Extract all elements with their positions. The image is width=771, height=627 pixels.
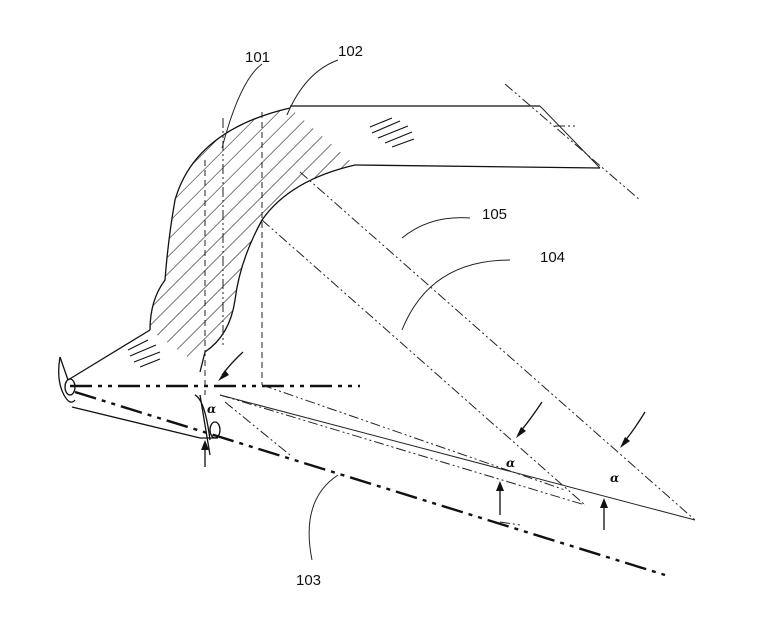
base-flange [58, 329, 221, 456]
alpha-symbol-middle: α [506, 456, 515, 470]
reference-numerals: 101 102 105 104 103 [245, 43, 565, 589]
leader-lines [221, 59, 511, 561]
ref-label-103: 103 [296, 572, 321, 589]
projection-lines [204, 112, 263, 395]
angle-symbols: α α α [207, 402, 619, 485]
ref-label-102: 102 [338, 43, 363, 60]
hatched-profile-section [149, 107, 356, 373]
construction-lines-top [504, 83, 641, 201]
ref-label-104: 104 [540, 249, 565, 266]
ref-label-105: 105 [482, 206, 507, 223]
alpha-symbol-right: α [610, 471, 619, 485]
top-flat-surface [290, 105, 601, 169]
ref-label-101: 101 [245, 49, 270, 66]
angle-arrows [201, 351, 646, 530]
alpha-symbol-left: α [207, 402, 216, 416]
reference-axes [70, 384, 666, 577]
sloped-surfaces [219, 171, 696, 526]
